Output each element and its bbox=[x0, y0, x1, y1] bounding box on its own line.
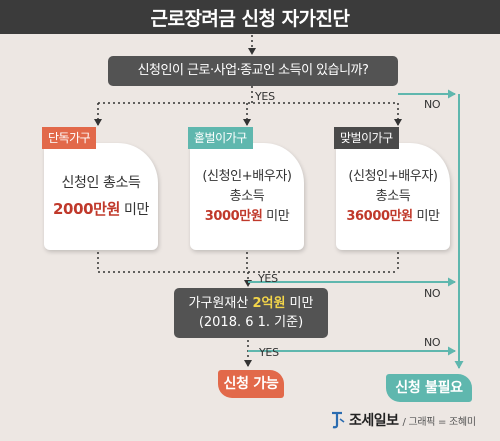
card-dual-line2: 총소득 bbox=[375, 188, 411, 204]
card-single-earner-household: (신청인+배우자) 총소득 3000만원 미만 bbox=[190, 143, 304, 250]
tag-dual-earner-household: 맞벌이가구 bbox=[334, 127, 399, 149]
card-couple-line1: (신청인+배우자) bbox=[202, 168, 292, 184]
card-couple-amount-line: 3000만원 미만 bbox=[205, 207, 290, 227]
tag-single-earner-household: 홑벌이가구 bbox=[188, 127, 253, 149]
q2-highlight: 2억원 bbox=[252, 296, 286, 311]
label-no-2: NO bbox=[424, 287, 441, 300]
card-dual-line1: (신청인+배우자) bbox=[348, 168, 438, 184]
page-title: 근로장려금 신청 자가진단 bbox=[0, 0, 500, 34]
label-no-3: NO bbox=[424, 336, 441, 349]
result-eligible: 신청 가능 bbox=[218, 370, 284, 398]
q2-suffix: 미만 bbox=[285, 296, 314, 311]
brand-name: 조세일보 bbox=[349, 413, 399, 429]
label-yes-3: YES bbox=[259, 346, 279, 359]
q2-line1: 가구원재산 2억원 미만 bbox=[174, 294, 328, 313]
label-yes-1: YES bbox=[255, 90, 275, 103]
card-single-line1: 신청인 총소득 bbox=[61, 175, 141, 191]
result-ineligible: 신청 불필요 bbox=[386, 374, 472, 402]
question-income: 신청인이 근로·사업·종교인 소득이 있습니까? bbox=[108, 56, 398, 86]
card-couple-line2: 총소득 bbox=[229, 188, 265, 204]
graphic-credit: / 그래픽 = 조혜미 bbox=[402, 416, 476, 428]
question-assets: 가구원재산 2억원 미만 (2018. 6 1. 기준) bbox=[174, 288, 328, 338]
q2-prefix: 가구원재산 bbox=[188, 296, 253, 311]
label-no-1: NO bbox=[424, 98, 441, 111]
card-dual-suffix: 미만 bbox=[412, 208, 440, 224]
q2-line2: (2018. 6 1. 기준) bbox=[198, 315, 304, 330]
card-dual-earner-household: (신청인+배우자) 총소득 36000만원 미만 bbox=[336, 143, 450, 250]
card-dual-amount: 36000만원 bbox=[346, 208, 413, 224]
label-yes-2: YES bbox=[258, 272, 278, 285]
card-single-household: 신청인 총소득 2000만원 미만 bbox=[44, 143, 158, 250]
card-couple-amount: 3000만원 bbox=[204, 208, 263, 224]
card-single-suffix: 미만 bbox=[119, 202, 149, 218]
card-couple-suffix: 미만 bbox=[262, 208, 290, 224]
tag-single-household: 단독가구 bbox=[42, 127, 97, 149]
card-single-amount: 2000만원 bbox=[53, 200, 120, 218]
footer-credit: 조세일보 / 그래픽 = 조혜미 bbox=[329, 410, 476, 430]
card-single-amount-line: 2000만원 미만 bbox=[53, 199, 149, 220]
brand-logo-icon bbox=[332, 411, 345, 429]
card-dual-amount-line: 36000만원 미만 bbox=[346, 207, 440, 227]
